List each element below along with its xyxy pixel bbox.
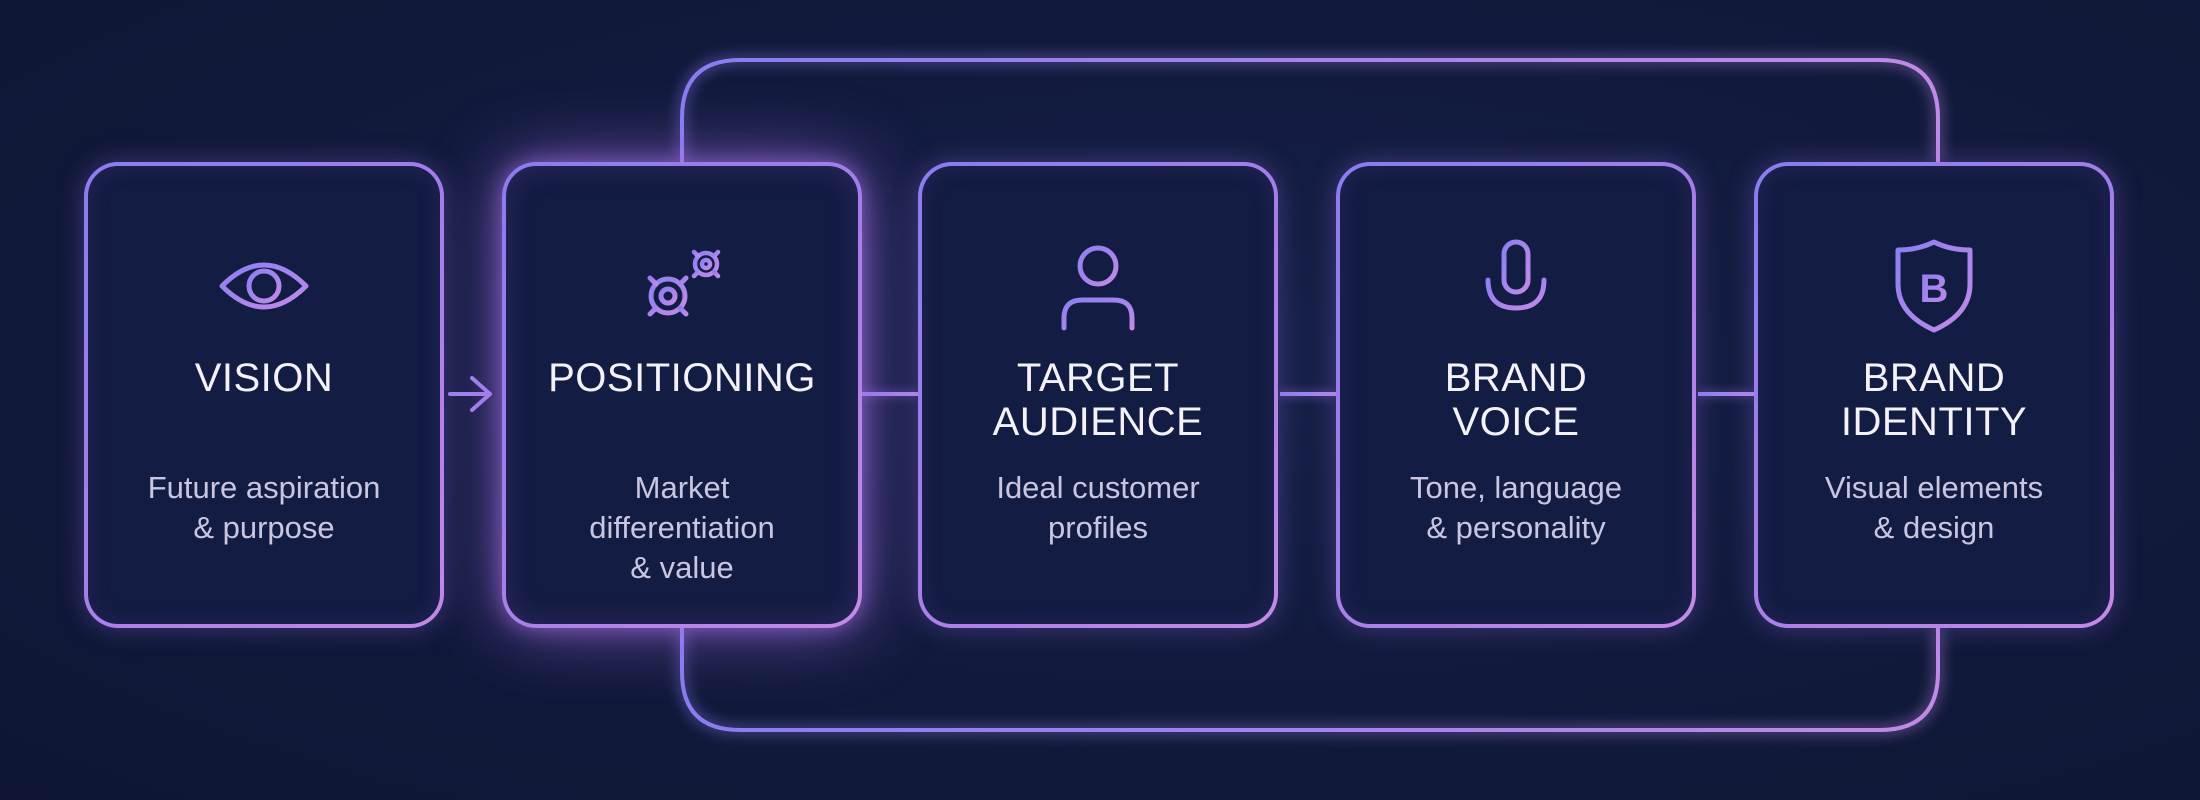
step-description: Visual elements & design (1824, 470, 2044, 545)
person-icon (1048, 236, 1148, 336)
svg-text:B: B (1920, 267, 1949, 311)
brand-shield-icon: B (1884, 236, 1984, 336)
step-description: Ideal customer profiles (996, 470, 1200, 545)
step-title: BRAND IDENTITY (1840, 356, 2028, 444)
step-title: BRAND VOICE (1444, 356, 1588, 444)
microphone-icon (1466, 236, 1566, 336)
loop-line-bottom (680, 628, 1940, 732)
eye-icon (214, 236, 314, 336)
step-card-brand-identity: B BRAND IDENTITY Visual elements & desig… (1754, 162, 2114, 628)
step-card-target-audience: TARGET AUDIENCE Ideal customer profiles (918, 162, 1278, 628)
step-title: TARGET AUDIENCE (992, 356, 1204, 444)
step-card-brand-voice: BRAND VOICE Tone, language & personality (1336, 162, 1696, 628)
arrow-right-icon (448, 376, 492, 412)
gears-icon (632, 236, 732, 336)
loop-line-top (680, 58, 1940, 162)
step-title: VISION (194, 356, 334, 400)
connector-line (1280, 392, 1336, 396)
step-card-positioning: POSITIONING Market differentiation & val… (502, 162, 862, 628)
step-card-vision: VISION Future aspiration & purpose (84, 162, 444, 628)
connector-line (862, 392, 918, 396)
step-description: Future aspiration & purpose (147, 470, 381, 545)
connector-line (1698, 392, 1754, 396)
step-description: Market differentiation & value (589, 470, 775, 585)
step-title: POSITIONING (548, 356, 816, 400)
step-description: Tone, language & personality (1409, 470, 1623, 545)
